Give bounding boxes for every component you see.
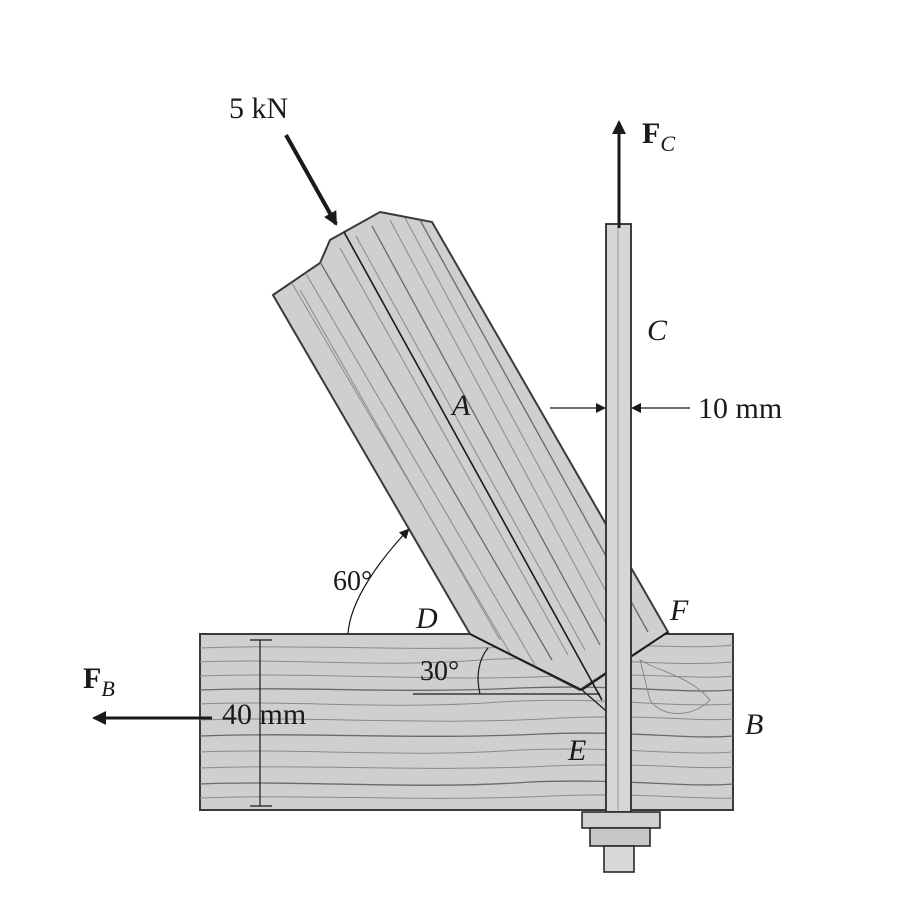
point-c-label: C	[647, 314, 668, 347]
load-label: 5 kN	[229, 92, 288, 125]
point-f-label: F	[669, 594, 689, 627]
rod-end	[603, 845, 635, 873]
force-b-main: F	[83, 662, 101, 695]
point-e-label: E	[567, 734, 586, 767]
angle-30-arc	[477, 647, 489, 695]
angle-60-label: 60°	[333, 566, 372, 597]
angle-60-arc	[347, 528, 410, 635]
nut	[589, 827, 651, 847]
force-c-subscript: C	[660, 131, 675, 156]
load-arrow	[284, 134, 338, 226]
vertical-rod	[581, 223, 661, 873]
block-height-label: 40 mm	[222, 698, 306, 731]
force-c-main: F	[642, 117, 660, 150]
angle-30-label: 30°	[420, 656, 459, 687]
washer	[581, 811, 661, 829]
point-b-label: B	[745, 708, 763, 741]
force-b-subscript: B	[101, 676, 114, 701]
rod-width-label: 10 mm	[698, 392, 782, 425]
horizontal-wood-block	[199, 633, 734, 811]
block-height-dimension	[250, 639, 272, 807]
force-b-label: FB	[83, 662, 115, 701]
point-d-label: D	[415, 602, 438, 635]
point-a-label: A	[450, 389, 471, 422]
force-c-label: FC	[642, 117, 675, 156]
